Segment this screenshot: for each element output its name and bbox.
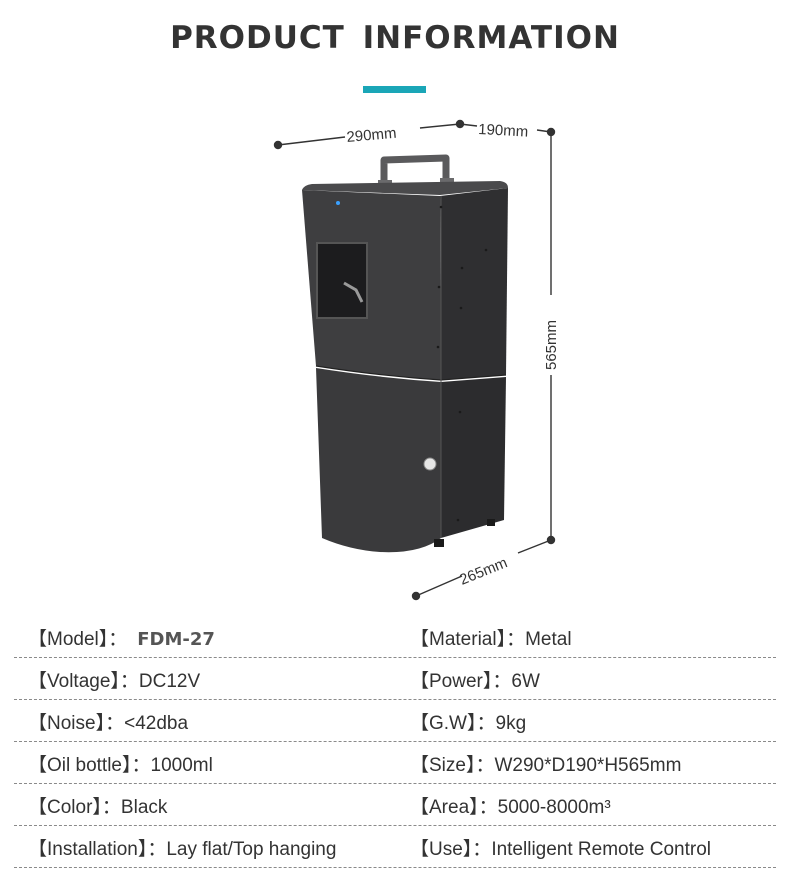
- spec-row: 【Color】：Black 【Area】：5000-8000m³: [14, 784, 776, 826]
- spec-material: 【Material】：Metal: [410, 624, 572, 651]
- width-dim-dot-left: [273, 140, 283, 150]
- spec-row: 【Oil bottle】：1000ml 【Size】：W290*D190*H56…: [14, 742, 776, 784]
- spec-separator: ：: [506, 629, 526, 650]
- spec-label: 【G.W】: [410, 713, 477, 734]
- spec-value: Intelligent Remote Control: [491, 839, 711, 860]
- front-dim-dot: [411, 591, 421, 601]
- spec-row: 【Installation】：Lay flat/Top hanging 【Use…: [14, 826, 776, 868]
- spec-value: DC12V: [138, 671, 201, 692]
- front-dim-line-left: [415, 575, 463, 597]
- spec-color: 【Color】：Black: [28, 792, 167, 819]
- spec-row: 【Voltage】：DC12V 【Power】：6W: [14, 658, 776, 700]
- spec-separator: ：: [101, 797, 121, 818]
- spec-separator: ：: [119, 671, 139, 692]
- carry-handle: [380, 154, 450, 188]
- upper-front-panel: [302, 190, 441, 380]
- lower-front-panel: [316, 368, 441, 553]
- spec-separator: ：: [475, 755, 495, 776]
- spec-power: 【Power】：6W: [410, 666, 540, 693]
- side-knob: [423, 457, 437, 471]
- spec-separator: ：: [105, 713, 125, 734]
- spec-oil-bottle: 【Oil bottle】：1000ml: [28, 750, 213, 777]
- width-dim-label: 290mm: [346, 125, 397, 146]
- machine-top: [302, 181, 508, 195]
- title-accent-bar: [363, 86, 426, 93]
- spec-separator: ：: [108, 629, 128, 650]
- spec-label: 【Voltage】: [28, 671, 120, 692]
- depth-dim-line-left: [459, 123, 478, 127]
- spec-value: W290*D190*H565mm: [494, 755, 682, 776]
- spec-label: 【Material】: [410, 629, 507, 650]
- spec-label: 【Power】: [410, 671, 493, 692]
- spec-label: 【Use】: [410, 839, 473, 860]
- spec-value: Metal: [525, 629, 572, 650]
- spec-row: 【Model】：FDM-27 【Material】：Metal: [14, 616, 776, 658]
- spec-gross-weight: 【G.W】：9kg: [410, 708, 526, 735]
- spec-row: 【Noise】：<42dba 【G.W】：9kg: [14, 700, 776, 742]
- product-figure: 290mm 190mm 565mm 265mm: [0, 100, 790, 610]
- spec-label: 【Model】: [28, 629, 109, 650]
- spec-label: 【Installation】: [28, 839, 148, 860]
- spec-value: 9kg: [495, 713, 527, 734]
- spec-noise: 【Noise】：<42dba: [28, 708, 188, 735]
- lower-side-panel: [441, 377, 506, 538]
- spec-separator: ：: [492, 671, 512, 692]
- dimension-lines: [273, 119, 556, 601]
- spec-value: 1000ml: [150, 755, 213, 776]
- spec-separator: ：: [147, 839, 167, 860]
- spec-voltage: 【Voltage】：DC12V: [28, 666, 200, 693]
- spec-label: 【Noise】: [28, 713, 106, 734]
- front-dim-label: 265mm: [457, 554, 510, 589]
- oil-window: [316, 242, 368, 319]
- power-indicator: [336, 201, 340, 205]
- spec-area: 【Area】：5000-8000m³: [410, 792, 611, 819]
- upper-side-panel: [440, 188, 508, 380]
- spec-value: <42dba: [124, 713, 189, 734]
- spec-label: 【Area】: [410, 797, 479, 818]
- spec-separator: ：: [478, 797, 498, 818]
- page-title: PRODUCT INFORMATION: [170, 20, 620, 56]
- spec-separator: ：: [131, 755, 151, 776]
- spec-value: Black: [120, 797, 168, 818]
- spec-value: Lay flat/Top hanging: [166, 839, 337, 860]
- product-illustration: 290mm 190mm 565mm 265mm: [273, 119, 560, 601]
- oil-bottle-nozzle: [343, 281, 364, 303]
- spec-value: 6W: [511, 671, 540, 692]
- depth-dim-label: 190mm: [478, 121, 529, 141]
- spec-label: 【Color】: [28, 797, 102, 818]
- machine-body: [302, 154, 508, 553]
- foot: [434, 539, 444, 547]
- spec-model: 【Model】： FDM-27: [28, 624, 215, 651]
- spec-use: 【Use】：Intelligent Remote Control: [410, 834, 711, 861]
- foot: [487, 519, 495, 526]
- spec-value: 5000-8000m³: [497, 797, 611, 818]
- spec-label: 【Oil bottle】: [28, 755, 132, 776]
- spec-separator: ：: [472, 839, 492, 860]
- spec-size: 【Size】：W290*D190*H565mm: [410, 750, 681, 777]
- width-dim-line-left: [277, 136, 346, 146]
- spec-separator: ：: [476, 713, 496, 734]
- spec-value: FDM-27: [137, 629, 215, 650]
- front-dim-line-right: [517, 539, 552, 554]
- width-dim-line-right: [419, 123, 461, 129]
- height-dim-label: 565mm: [543, 320, 560, 370]
- spec-installation: 【Installation】：Lay flat/Top hanging: [28, 834, 336, 861]
- spec-label: 【Size】: [410, 755, 476, 776]
